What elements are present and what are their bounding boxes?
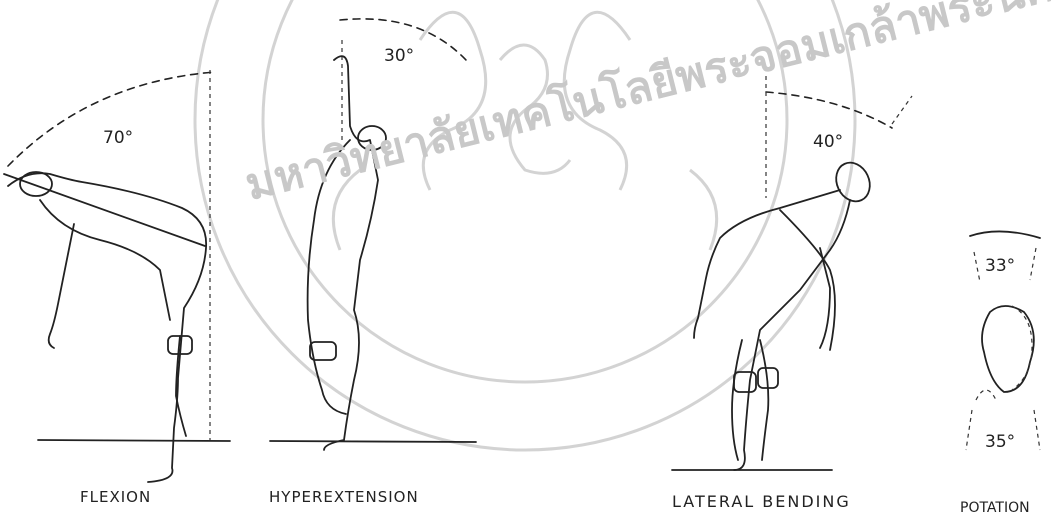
watermark-text: มหาวิทยาลัยเทคโนโลยีพระจอมเกล้าพระนครเหน… — [240, 0, 1051, 211]
lateral-bending-label: LATERAL BENDING — [672, 492, 851, 511]
hyperextension-label: HYPEREXTENSION — [269, 488, 419, 506]
ground-line-hyperextension — [270, 441, 476, 442]
rotation-label: POTATION — [960, 500, 1030, 516]
lateral-bending-angle: 40° — [813, 132, 843, 152]
hyperextension-figure — [308, 19, 466, 450]
flexion-label: FLEXION — [80, 488, 151, 506]
rotation-angle-top: 33° — [985, 256, 1015, 276]
hyperextension-angle: 30° — [384, 46, 414, 66]
ground-line-flexion — [38, 440, 230, 441]
flexion-arc — [8, 72, 215, 166]
flexion-angle: 70° — [103, 128, 133, 148]
rotation-angle-bottom: 35° — [985, 432, 1015, 452]
lateral-bending-figure — [694, 76, 912, 470]
